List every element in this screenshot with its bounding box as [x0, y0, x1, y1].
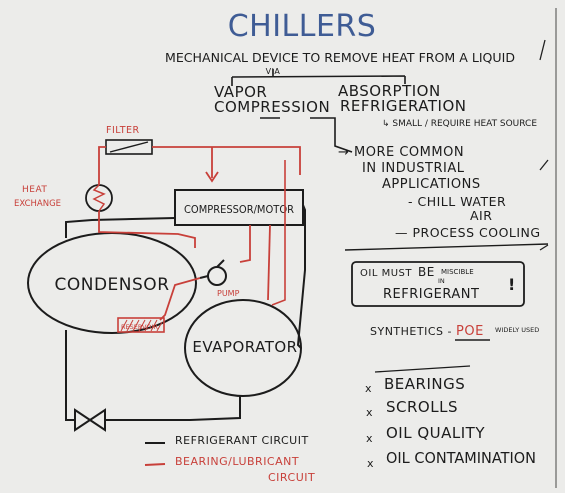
lube-line-top	[98, 146, 301, 185]
legend-bearing-2: CIRCUIT	[268, 471, 315, 484]
oil-note-text-refrigerant: REFRIGERANT	[383, 287, 479, 302]
pump-label: PUMP	[217, 289, 240, 298]
bullet-oil-quality: OIL QUALITY	[386, 424, 485, 442]
absorption-note: ↳ SMALL / REQUIRE HEAT SOURCE	[382, 119, 537, 129]
lube-line-return	[98, 211, 196, 248]
oil-note-box	[351, 261, 525, 307]
bullet-scrolls: SCROLLS	[386, 398, 458, 416]
bullet-divider	[374, 365, 471, 373]
synthetics-value: POE	[456, 324, 484, 339]
tree-branch	[231, 69, 406, 86]
filter-label: FILTER	[106, 125, 140, 136]
section-divider	[344, 243, 549, 251]
definition-text: MECHANICAL DEVICE TO REMOVE HEAT FROM A …	[165, 50, 515, 65]
lube-line-right	[271, 160, 286, 306]
expansion-valve	[74, 408, 106, 432]
bullet-oil-contamination: OIL CONTAMINATION	[386, 449, 536, 467]
evaporator-label: EVAPORATOR	[192, 338, 297, 356]
reservoir-label: RESERVOIR	[121, 323, 158, 331]
lube-line-to-compressor	[205, 147, 219, 183]
more-common-line2: IN INDUSTRIAL	[362, 161, 465, 176]
bullet-mark-4: x	[367, 457, 374, 470]
page-title: CHILLERS	[228, 9, 377, 44]
lube-line-evap-side	[267, 224, 271, 301]
more-common-line3: APPLICATIONS	[382, 177, 481, 192]
heat-exchange-label-1: HEAT	[22, 185, 47, 195]
bullet-mark-2: x	[366, 406, 373, 419]
app-chill-water: - CHILL WATER	[408, 194, 506, 209]
legend-bearing-1: BEARING/LUBRICANT	[175, 455, 299, 468]
app-air: AIR	[470, 208, 492, 223]
board-edge-marks	[539, 39, 549, 251]
refrigerant-line-bottom	[105, 396, 241, 421]
legend-refrigerant: REFRIGERANT CIRCUIT	[175, 434, 309, 447]
filter-diagonal	[109, 141, 149, 153]
absorption-label: ABSORPTION	[338, 82, 441, 100]
oil-note-text-miscible: MISCIBLE	[441, 268, 474, 276]
reservoir-shape	[117, 317, 165, 333]
refrigerant-line-left	[65, 217, 176, 421]
app-process-cooling: — PROCESS COOLING	[395, 225, 541, 240]
oil-note-text-in: IN	[438, 277, 445, 285]
heat-exchanger-coil	[92, 184, 106, 212]
synthetics-label: SYNTHETICS -	[370, 325, 452, 338]
synthetics-note: WIDELY USED	[495, 326, 539, 334]
heat-exchange-label-2: EXCHANGE	[14, 199, 61, 209]
reservoir-hatch	[120, 319, 163, 332]
condensor-label: CONDENSOR	[55, 275, 170, 295]
oil-note-exclaim: !	[508, 275, 516, 294]
oil-note-text-be: BE	[418, 265, 435, 279]
compressor-label: COMPRESSOR/MOTOR	[184, 203, 294, 216]
legend-red-line	[144, 463, 166, 466]
hook-arrow	[260, 117, 353, 153]
bullet-mark-1: x	[365, 382, 372, 395]
oil-note-text-a: OIL MUST	[360, 268, 412, 279]
refrigerant-line-right	[296, 204, 306, 349]
lube-line-comp-drop	[239, 225, 251, 263]
refrigeration-label: REFRIGERATION	[340, 97, 467, 115]
more-common-line1: → MORE COMMON	[338, 145, 464, 160]
pump-outlet	[199, 259, 225, 279]
bullet-mark-3: x	[366, 432, 373, 445]
bullet-bearings: BEARINGS	[384, 375, 465, 393]
vapor-label: VAPOR	[214, 83, 267, 101]
compression-label: COMPRESSION	[214, 98, 330, 116]
